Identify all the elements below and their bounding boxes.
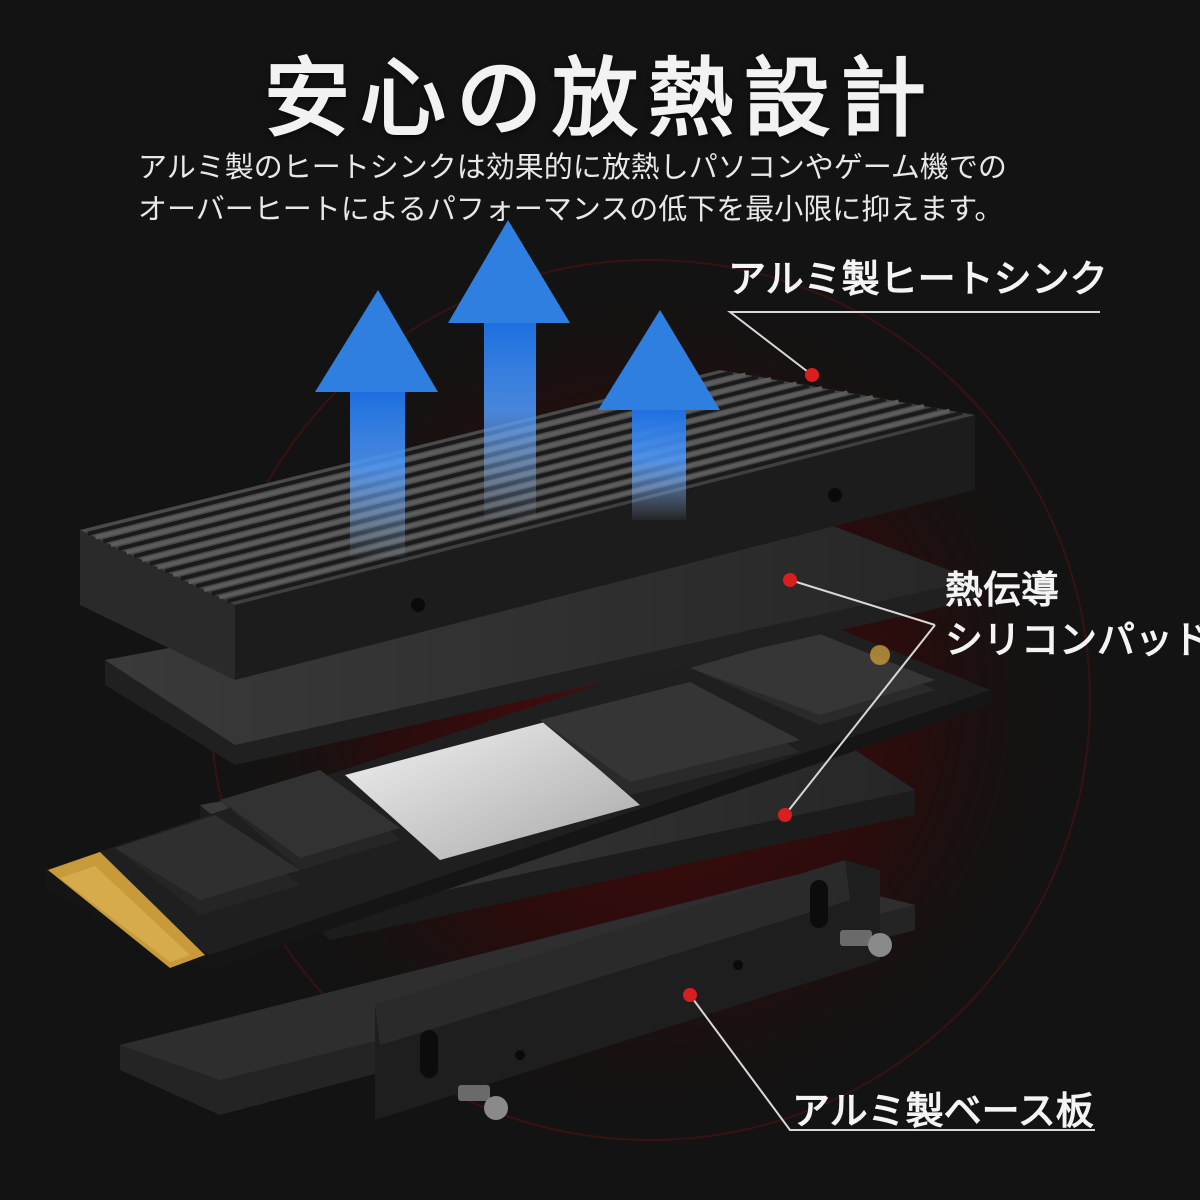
heatsink-fin [211, 406, 938, 596]
thermal-pad-label-line1: 熱伝導 [945, 568, 1060, 612]
controller-chip [345, 722, 640, 860]
heatsink-fin [195, 401, 912, 589]
description: アルミ製のヒートシンクは効果的に放熱しパソコンやゲーム機での オーバーヒートによ… [138, 146, 1138, 230]
marker-dot-icon [778, 808, 792, 822]
red-markers [683, 368, 819, 1002]
up-arrow-icon [448, 220, 570, 518]
heatsink-fin [133, 383, 810, 559]
marker-dot-icon [805, 368, 819, 382]
base-plate-label: アルミ製ベース板 [792, 1089, 1094, 1133]
heatsink-label: アルミ製ヒートシンク [728, 257, 1108, 301]
memory-chip [220, 770, 400, 870]
aluminum-base-plate [120, 860, 915, 1120]
marker-dot-icon [783, 573, 797, 587]
ssd-pcb [45, 615, 990, 970]
heatsink-fin [188, 399, 899, 585]
upper-thermal-pad [105, 525, 975, 765]
marker-dot-icon [683, 988, 697, 1002]
heatsink-fin [219, 408, 950, 600]
thermal-pad-label-line2: シリコンパッド [945, 618, 1200, 662]
up-arrow-icon [315, 290, 438, 557]
heatsink-fin [203, 404, 925, 592]
screw-icon [840, 930, 892, 957]
up-arrow-icon [598, 310, 720, 520]
memory-chip [115, 815, 300, 915]
heatsink-fin [226, 410, 963, 604]
thermal-pad-label: 熱伝導 シリコンパッド [945, 565, 1200, 665]
heat-arrows [315, 220, 720, 557]
heatsink-fin [141, 386, 823, 562]
page-title: 安心の放熱設計 [264, 49, 936, 149]
nand-chip [540, 682, 800, 795]
description-line: アルミ製のヒートシンクは効果的に放熱しパソコンやゲーム機での [138, 150, 1007, 184]
screw-icon [458, 1085, 508, 1120]
leader-lines [689, 311, 1100, 1131]
gold-connector [48, 852, 205, 968]
description-line: オーバーヒートによるパフォーマンスの低下を最小限に抑えます。 [138, 192, 1004, 226]
